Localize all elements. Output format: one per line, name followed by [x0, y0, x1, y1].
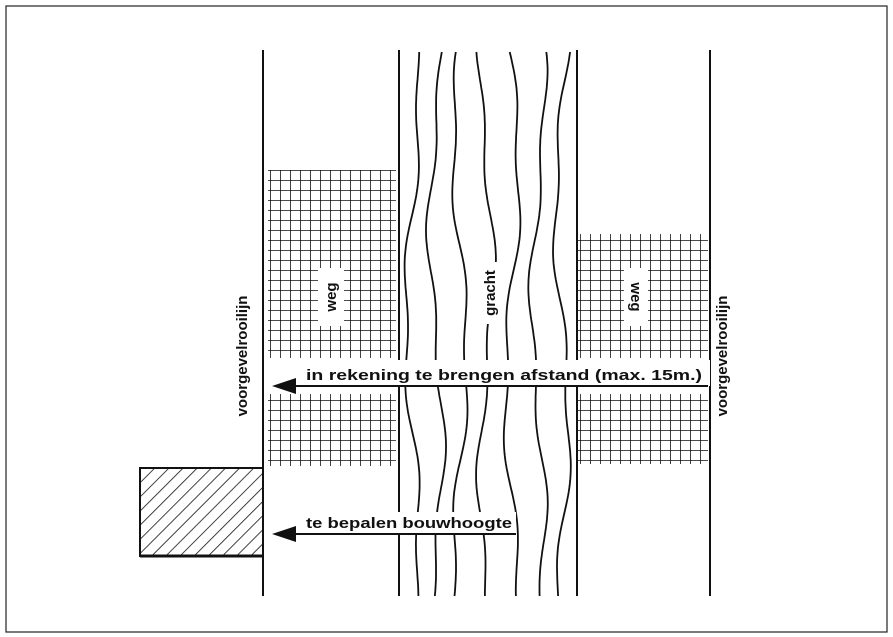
road-right-label-bg	[624, 268, 648, 326]
canal-wave-line	[403, 51, 421, 597]
building-line-left-label: voorgevelrooilijn	[234, 296, 251, 417]
distance-arrow-head	[272, 378, 296, 394]
distance-arrow-label: in rekening te brengen afstand (max. 15m…	[306, 367, 702, 384]
height-arrow-head	[272, 526, 296, 542]
road-grid-right-lower	[578, 394, 708, 464]
height-label-bg	[302, 512, 516, 534]
road-grid-left-upper	[268, 170, 396, 358]
distance-label-bg	[302, 360, 710, 386]
road-right-label: weg	[627, 281, 644, 311]
canal-label: gracht	[482, 270, 499, 316]
road-left-label: weg	[323, 282, 340, 312]
building-line-right-label: voorgevelrooilijn	[714, 296, 731, 417]
road-left-label-bg	[318, 268, 344, 326]
road-grid-left-lower	[268, 394, 396, 466]
canal-wave-line	[425, 51, 447, 597]
canal-wave-line	[502, 51, 522, 597]
building-hatched	[139, 467, 264, 557]
frame-border	[5, 5, 888, 633]
canal-wave-line	[552, 51, 572, 597]
canal-wave-line	[527, 51, 549, 597]
canal-wave-line	[451, 51, 469, 597]
canal-label-bg	[476, 262, 504, 324]
height-arrow-label: te bepalen bouwhoogte	[306, 515, 512, 532]
